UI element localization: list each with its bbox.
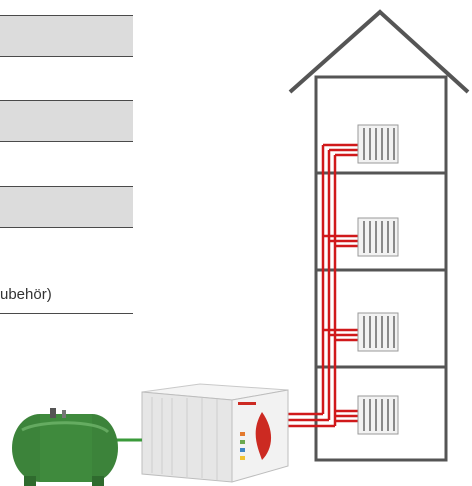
house-roof (288, 9, 470, 94)
legend-row-1 (0, 15, 133, 57)
legend-item-underline (0, 313, 133, 314)
legend-row-2 (0, 100, 133, 142)
heating-pipes (286, 143, 360, 428)
legend-item-text: ubehör) (0, 286, 52, 303)
heating-container-icon (141, 383, 289, 483)
radiator-icon (357, 217, 399, 257)
radiator-icon (357, 395, 399, 435)
radiator-icon (357, 312, 399, 352)
radiator-icon (357, 124, 399, 164)
gas-tank-icon (12, 408, 118, 486)
legend-row-3 (0, 186, 133, 228)
